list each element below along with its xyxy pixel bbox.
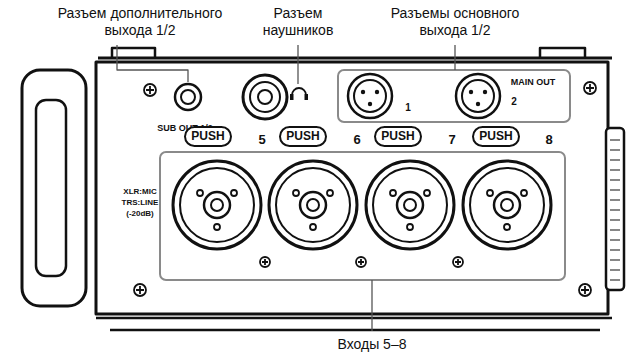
callout-label: Входы 5–8: [338, 336, 407, 353]
knob-ridges: [610, 140, 620, 280]
callout-label: Разъем наушников: [251, 5, 346, 39]
headphone-ring: [250, 82, 280, 112]
top-edge: [98, 57, 612, 60]
callout-label: Разъем дополнительного выхода 1/2: [48, 5, 233, 39]
push-button: PUSH: [472, 126, 520, 147]
sub-out-jack: [175, 84, 201, 110]
push-button: PUSH: [374, 126, 422, 147]
top-feet: [112, 48, 585, 58]
inputs-bracket: [160, 152, 565, 280]
button-label: PUSH: [191, 130, 224, 142]
channel-number: 5: [258, 132, 265, 148]
channel-number: 2: [511, 96, 517, 108]
xlr-pins: [361, 90, 487, 106]
bottom-edge: [96, 318, 612, 330]
input-type-label: (-20dB): [126, 209, 154, 219]
headphone-symbol: [292, 88, 306, 95]
button-label: PUSH: [286, 130, 319, 142]
combo-jacks: [173, 161, 551, 249]
push-button: PUSH: [279, 126, 327, 147]
side-knob: [606, 128, 624, 290]
headphone-symbol-right: [305, 94, 309, 100]
port-label: MAIN OUT: [511, 77, 556, 88]
headphone-symbol-left: [290, 94, 294, 100]
channel-number: 8: [545, 132, 552, 148]
push-button: PUSH: [184, 126, 232, 147]
main-out-bracket: [338, 70, 570, 122]
headphone-hole: [258, 90, 272, 104]
input-type-label: XLR:MIC: [123, 187, 156, 197]
channel-number: 1: [405, 102, 411, 114]
handle-slot: [36, 100, 66, 276]
button-label: PUSH: [479, 130, 512, 142]
leader-lines: [117, 45, 455, 331]
handle: [22, 70, 86, 306]
headphone-jack: [243, 75, 287, 119]
channel-number: 7: [448, 132, 455, 148]
xlr-outputs: [348, 74, 500, 118]
sub-out-hole: [181, 90, 195, 104]
screws: [134, 82, 596, 296]
button-label: PUSH: [381, 130, 414, 142]
channel-number: 6: [353, 132, 360, 148]
callout-label: Разъемы основного выхода 1/2: [380, 5, 530, 39]
panel: [96, 62, 608, 314]
input-type-label: TRS:LINE: [122, 198, 159, 208]
